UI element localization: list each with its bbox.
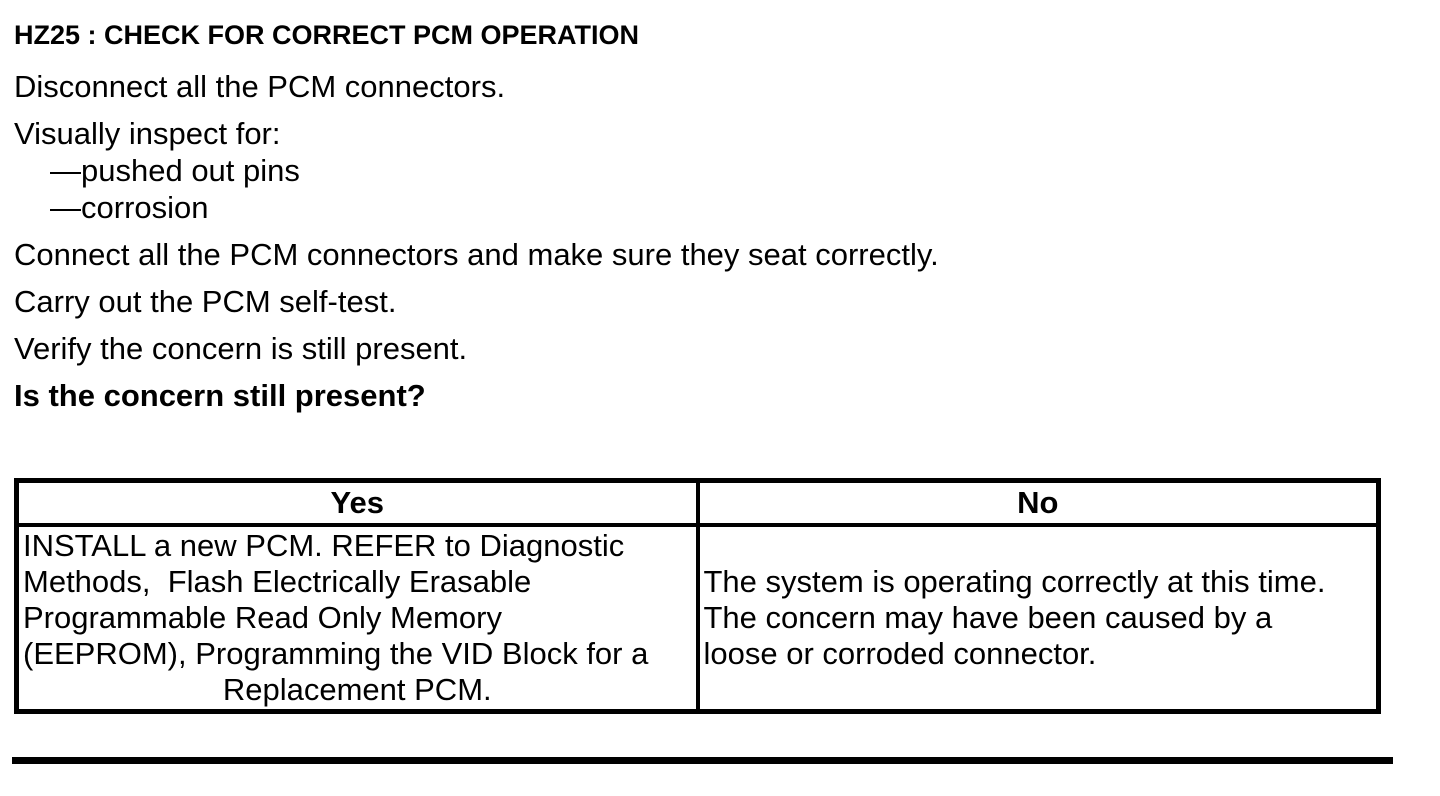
step-connect: Connect all the PCM connectors and make …: [14, 237, 939, 272]
yes-action-line: Methods, Flash Electrically Erasable: [23, 564, 532, 599]
page-title: HZ25 : CHECK FOR CORRECT PCM OPERATION: [14, 20, 640, 50]
inspect-item-pushed-out-pins: —pushed out pins: [50, 153, 300, 188]
yes-action-line: Replacement PCM.: [222, 672, 492, 707]
no-action-line: loose or corroded connector.: [703, 636, 1097, 671]
yes-action-line: (EEPROM), Programming the VID Block for …: [23, 636, 649, 671]
step-disconnect: Disconnect all the PCM connectors.: [14, 69, 506, 104]
no-action-line: The system is operating correctly at thi…: [703, 564, 1326, 599]
no-action-cell: The system is operating correctly at thi…: [695, 523, 1381, 714]
step-selftest: Carry out the PCM self-test.: [14, 284, 397, 319]
no-action-line: The concern may have been caused by a: [703, 600, 1273, 635]
yes-action-cell: INSTALL a new PCM. REFER to Diagnostic M…: [14, 523, 700, 714]
action-row: INSTALL a new PCM. REFER to Diagnostic M…: [14, 523, 1381, 714]
decision-table-header: Yes No: [14, 478, 1381, 527]
page-divider-rule: [12, 757, 1393, 764]
yes-column-header: Yes: [14, 478, 700, 527]
yes-action-line: Programmable Read Only Memory: [23, 600, 502, 635]
decision-table: Yes No INSTALL a new PCM. REFER to Diagn…: [14, 478, 1381, 714]
header-row: Yes No: [14, 478, 1381, 527]
inspect-intro: Visually inspect for:: [14, 116, 281, 151]
decision-question: Is the concern still present?: [14, 378, 426, 413]
no-column-header: No: [695, 478, 1381, 527]
yes-action-line: INSTALL a new PCM. REFER to Diagnostic: [23, 528, 625, 563]
decision-table-body: INSTALL a new PCM. REFER to Diagnostic M…: [14, 523, 1381, 714]
step-verify: Verify the concern is still present.: [14, 331, 468, 366]
inspect-item-corrosion: —corrosion: [50, 190, 209, 225]
